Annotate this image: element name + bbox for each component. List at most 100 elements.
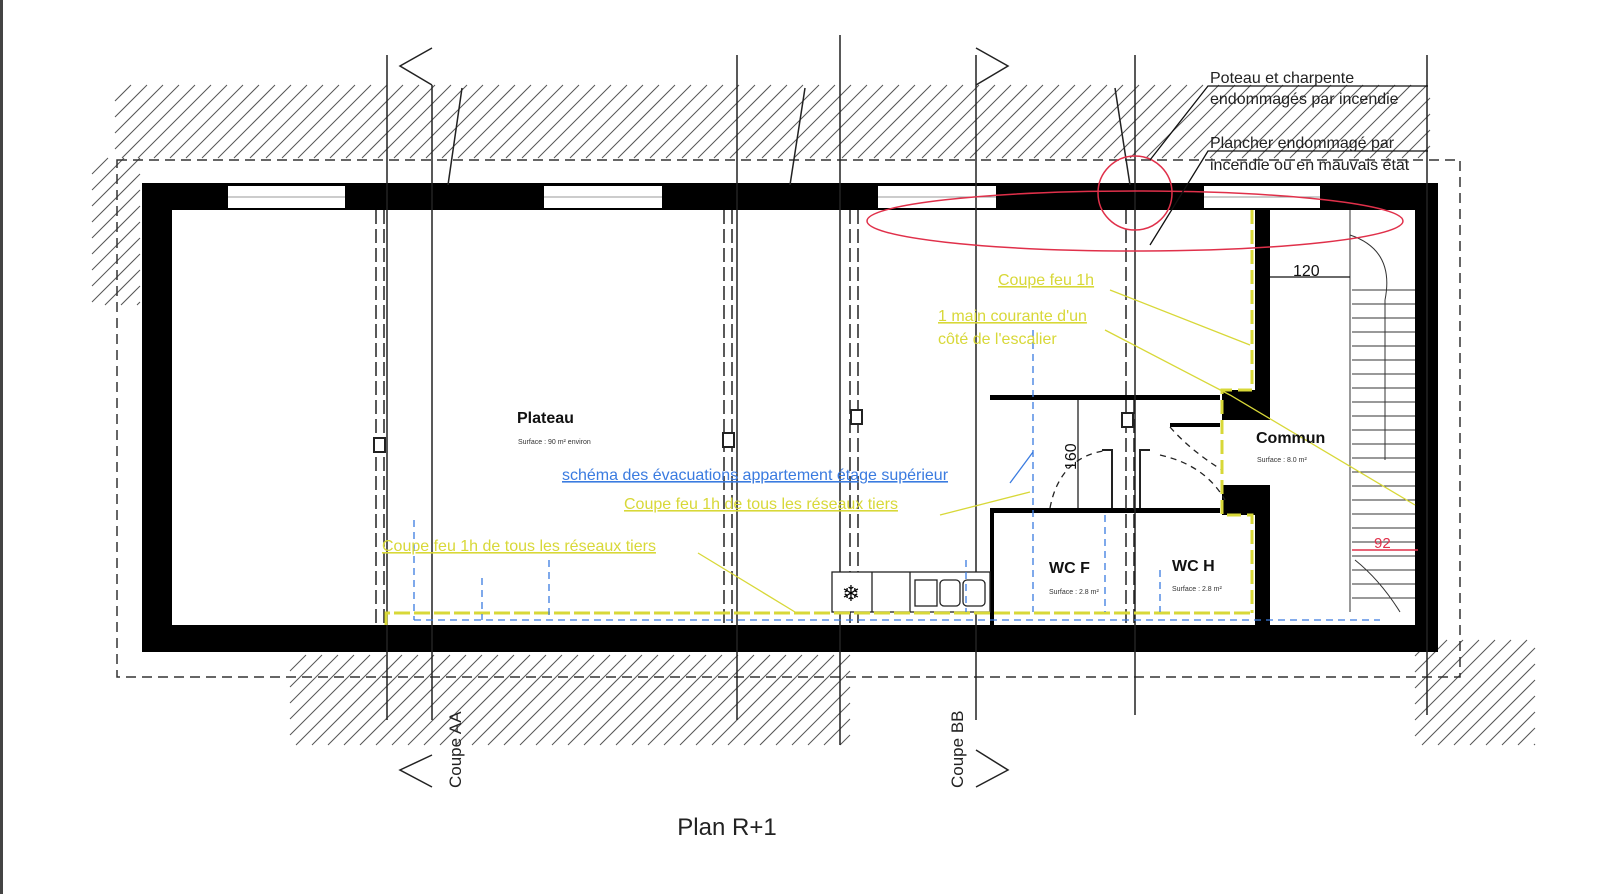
- hatch-line: [489, 84, 564, 159]
- hatch-line: [745, 84, 820, 159]
- dimension-92: 92: [1374, 535, 1391, 552]
- hatch-line: [727, 654, 819, 746]
- annotation-plancher-line1: Plancher endommagé par: [1210, 135, 1395, 152]
- section-markers: [398, 47, 1010, 788]
- hatch-line: [295, 654, 387, 746]
- hatch-line: [647, 654, 739, 746]
- hatch-line: [1485, 695, 1536, 746]
- interior-walls: [990, 210, 1270, 625]
- annotation-main-courante-line1: 1 main courante d'un: [938, 308, 1087, 325]
- hatch-line: [521, 84, 596, 159]
- hatch-line: [791, 686, 851, 746]
- hatch-line: [281, 84, 356, 159]
- hatch-line: [91, 221, 141, 271]
- hatch-line: [345, 84, 420, 159]
- hatch-line: [697, 84, 772, 159]
- hatch-line: [1533, 743, 1536, 746]
- hatch-line: [633, 84, 708, 159]
- room-surface-commun: Surface : 8.0 m²: [1257, 457, 1307, 464]
- dimension-160: 160: [1063, 443, 1080, 470]
- damaged-floor-ellipse: [866, 190, 1404, 252]
- hatch-line: [375, 654, 467, 746]
- hatch-line: [1193, 84, 1268, 159]
- hatch-line: [391, 654, 483, 746]
- hatch-line: [185, 84, 260, 159]
- hatch-line: [91, 157, 141, 207]
- hatch-line: [1501, 711, 1536, 746]
- hatch-line: [567, 654, 659, 746]
- hatch-line: [1517, 727, 1536, 746]
- hatch-line: [289, 654, 355, 720]
- hatch-line: [775, 670, 851, 746]
- hatch-line: [1145, 84, 1220, 159]
- hatch-line: [519, 654, 611, 746]
- hatch-line: [1469, 679, 1536, 746]
- annotation-coupe-feu-1h: Coupe feu 1h: [998, 272, 1094, 289]
- hatch-line: [91, 173, 141, 223]
- hatch-line: [114, 84, 132, 102]
- hatch-line: [1129, 84, 1204, 159]
- hatch-line: [1321, 84, 1396, 159]
- hatch-line: [663, 654, 755, 746]
- hatch-line: [487, 654, 579, 746]
- hatching: [91, 84, 1536, 746]
- hatch-line: [809, 84, 884, 159]
- hatch-line: [823, 718, 851, 746]
- hatch-line: [1177, 84, 1252, 159]
- hatch-line: [473, 84, 548, 159]
- hatch-line: [289, 654, 371, 736]
- hatch-line: [969, 84, 1044, 159]
- hatch-line: [1437, 647, 1536, 746]
- hatch-line: [777, 84, 852, 159]
- hatch-line: [841, 84, 916, 159]
- annotation-coupe-feu-reseaux-1: Coupe feu 1h de tous les réseaux tiers: [624, 496, 898, 513]
- hatch-line: [297, 84, 372, 159]
- damaged-post-circle: [1097, 155, 1173, 231]
- hatch-line: [455, 654, 547, 746]
- hatch-line: [953, 84, 1028, 159]
- hatch-line: [1369, 97, 1431, 159]
- hatch-line: [1289, 84, 1364, 159]
- hatch-line: [1257, 84, 1332, 159]
- hatch-line: [114, 84, 164, 134]
- hatch-line: [535, 654, 627, 746]
- hatch-line: [377, 84, 452, 159]
- hatch-line: [985, 84, 1060, 159]
- hatch-line: [1273, 84, 1348, 159]
- hatch-line: [1421, 639, 1528, 746]
- hatch-line: [91, 237, 141, 287]
- hatch-line: [425, 84, 500, 159]
- hatch-line: [713, 84, 788, 159]
- hatch-line: [439, 654, 531, 746]
- hatch-line: [1417, 145, 1431, 159]
- hatch-line: [553, 84, 628, 159]
- structure-lines: [373, 35, 1428, 745]
- annotation-evacuations: schéma des évacuations appartement étage…: [562, 467, 949, 484]
- footprint-outline: [116, 159, 1461, 678]
- hatch-line: [249, 84, 324, 159]
- hatch-line: [631, 654, 723, 746]
- hatch-line: [91, 157, 109, 175]
- hatch-line: [233, 84, 308, 159]
- hatch-line: [114, 84, 180, 150]
- hatch-line: [329, 84, 404, 159]
- hatch-line: [839, 734, 851, 746]
- hatch-line: [743, 654, 835, 746]
- hatch-line: [551, 654, 643, 746]
- hatch-line: [569, 84, 644, 159]
- hatch-line: [327, 654, 419, 746]
- hatch-line: [393, 84, 468, 159]
- room-name-commun: Commun: [1256, 430, 1325, 447]
- hatch-line: [1414, 639, 1496, 721]
- hatch-line: [857, 84, 932, 159]
- hatch-line: [289, 654, 339, 704]
- hatch-line: [1209, 84, 1284, 159]
- hatch-line: [665, 84, 740, 159]
- section-label-bb: Coupe BB: [948, 711, 967, 789]
- hatch-line: [114, 84, 148, 118]
- hatch-line: [1081, 84, 1156, 159]
- hatch-line: [409, 84, 484, 159]
- hatch-line: [361, 84, 436, 159]
- hatch-line: [457, 84, 532, 159]
